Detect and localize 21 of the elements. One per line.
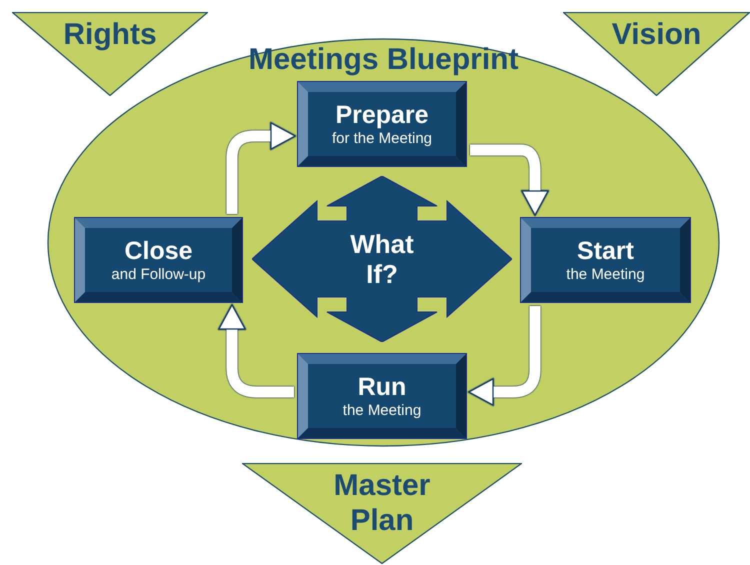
step-title: Prepare bbox=[335, 100, 429, 130]
banner-label: Rights bbox=[62, 17, 158, 52]
step-title: Close bbox=[124, 236, 193, 266]
step-subtitle: for the Meeting bbox=[332, 130, 432, 148]
step-subtitle: the Meeting bbox=[566, 266, 645, 284]
step-box bbox=[298, 354, 466, 438]
curved-arrow bbox=[468, 306, 540, 406]
step-box bbox=[75, 218, 242, 302]
step-title: Start bbox=[577, 236, 634, 266]
curved-arrow bbox=[218, 304, 294, 398]
center-label: What If? bbox=[349, 229, 415, 289]
banner-label: Vision bbox=[610, 17, 702, 52]
step-subtitle: the Meeting bbox=[342, 402, 422, 420]
curved-arrow bbox=[226, 122, 296, 214]
step-box bbox=[298, 82, 466, 166]
curved-arrow bbox=[470, 144, 549, 216]
step-subtitle: and Follow-up bbox=[111, 266, 206, 284]
step-box bbox=[521, 218, 690, 302]
diagram-heading: Meetings Blueprint bbox=[248, 42, 518, 78]
step-title: Run bbox=[358, 372, 406, 402]
banner-label: Master Plan bbox=[332, 468, 432, 538]
